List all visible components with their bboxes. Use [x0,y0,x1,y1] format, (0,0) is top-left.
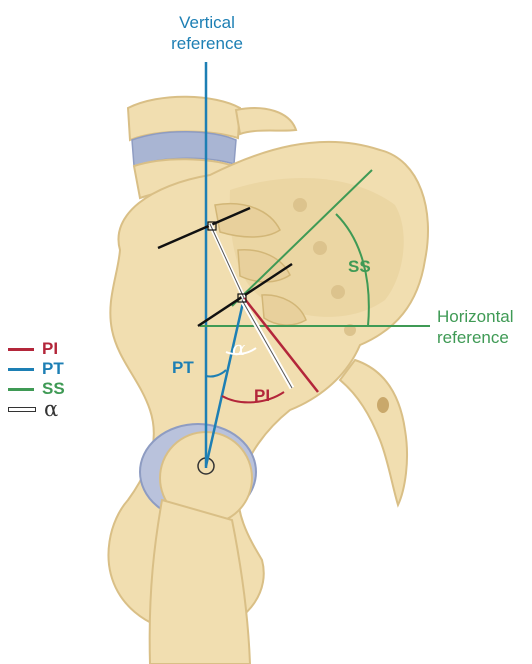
legend-item-pi: PI [8,339,58,359]
legend-item-pt: PT [8,359,64,379]
pi-angle-label: PI [254,386,270,406]
pt-angle-label: PT [172,358,194,378]
legend-label-pi: PI [42,339,58,359]
legend-item-ss: SS [8,379,65,399]
legend-swatch-pi [8,348,34,351]
legend-swatch-alpha [8,407,36,412]
legend-label-alpha: α [44,397,58,421]
coccyx [340,360,407,505]
legend-label-ss: SS [42,379,65,399]
legend-label-pt: PT [42,359,64,379]
vertical-reference-label: Vertical reference [150,12,264,54]
legend-swatch-pt [8,368,34,371]
ss-angle-label: SS [348,257,371,277]
legend-item-alpha: α [8,399,58,419]
horizontal-reference-label: Horizontal reference [437,306,529,348]
alpha-angle-label: α [232,336,246,360]
legend-swatch-ss [8,388,34,391]
